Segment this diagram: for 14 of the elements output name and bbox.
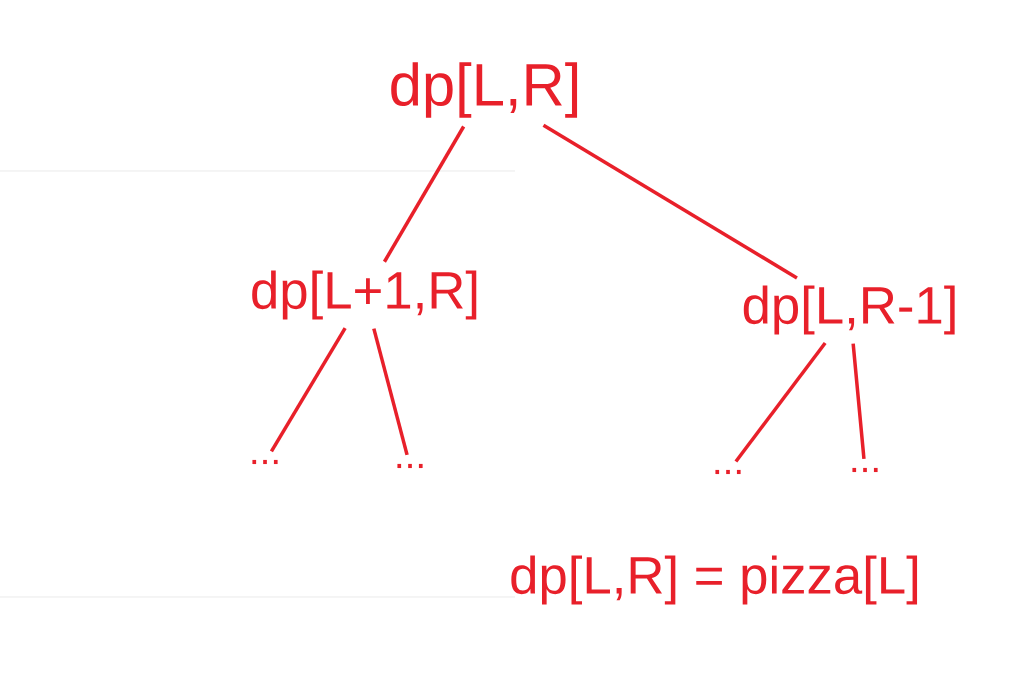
branch-line [372,328,409,456]
formula-text: dp[L,R] = pizza[L] [511,555,918,605]
formula-text: dp[L,R-1] [743,285,955,335]
branch-line [269,327,347,453]
ellipsis-text: ... [715,469,741,475]
branch-line [382,125,466,263]
ellipsis-text: ... [252,459,278,465]
branch-line [542,123,798,280]
branch-line [851,343,866,459]
branch-line [734,341,827,463]
ellipsis-text: ... [852,467,878,473]
formula-text: dp[L+1,R] [252,270,477,320]
ellipsis-text: ... [397,463,423,469]
formula-text: dp[L,R] [391,62,578,118]
